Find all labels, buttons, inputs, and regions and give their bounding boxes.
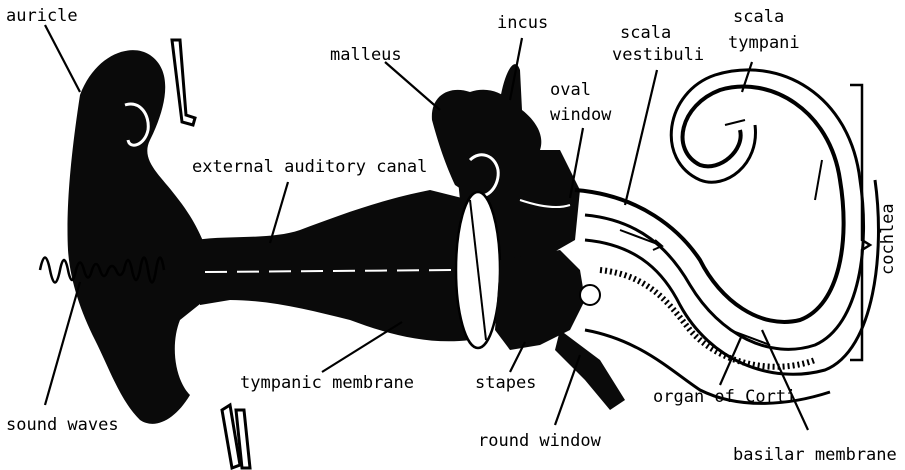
cochlea-arrow-2 [815, 160, 822, 200]
label-sound-waves: sound waves [6, 415, 119, 435]
leader-auricle [45, 25, 80, 92]
label-oval-window-line1: oval [550, 80, 591, 100]
cochlea-arrow-4 [725, 120, 745, 125]
leader-sound-waves [45, 282, 80, 405]
leader-round-window [555, 355, 580, 425]
label-auricle: auricle [6, 6, 78, 26]
label-organ-of-corti: organ of Corti [653, 387, 796, 407]
leader-malleus [385, 62, 440, 110]
label-scala-vestibuli-line1: scala [620, 23, 671, 43]
label-oval-window-line2: window [550, 105, 612, 125]
label-cochlea: cochlea [878, 203, 898, 275]
cochlea-basilar [600, 270, 815, 367]
skin-fragment-top [172, 40, 195, 125]
label-scala-tympani-line1: scala [733, 7, 784, 27]
auricle-shape [68, 50, 216, 424]
cochlea-outer [575, 87, 844, 322]
stapes-shape [495, 250, 585, 350]
label-external-auditory-canal: external auditory canal [192, 157, 427, 177]
label-incus: incus [497, 13, 548, 33]
cochlea-inner [585, 70, 864, 349]
oval-window-shape [580, 285, 600, 305]
leader-tympanic-membrane [322, 322, 402, 372]
label-scala-tympani-line2: tympani [728, 33, 800, 53]
ear-canal-shape [195, 190, 470, 341]
label-stapes: stapes [475, 373, 536, 393]
label-malleus: malleus [330, 45, 402, 65]
label-scala-vestibuli-line2: vestibuli [612, 45, 704, 65]
label-round-window: round window [478, 431, 602, 451]
leader-scala-vestibuli [625, 70, 657, 205]
leader-basilar-membrane [762, 330, 808, 430]
label-tympanic-membrane: tympanic membrane [240, 373, 414, 393]
label-basilar-membrane: basilar membrane [733, 445, 897, 465]
